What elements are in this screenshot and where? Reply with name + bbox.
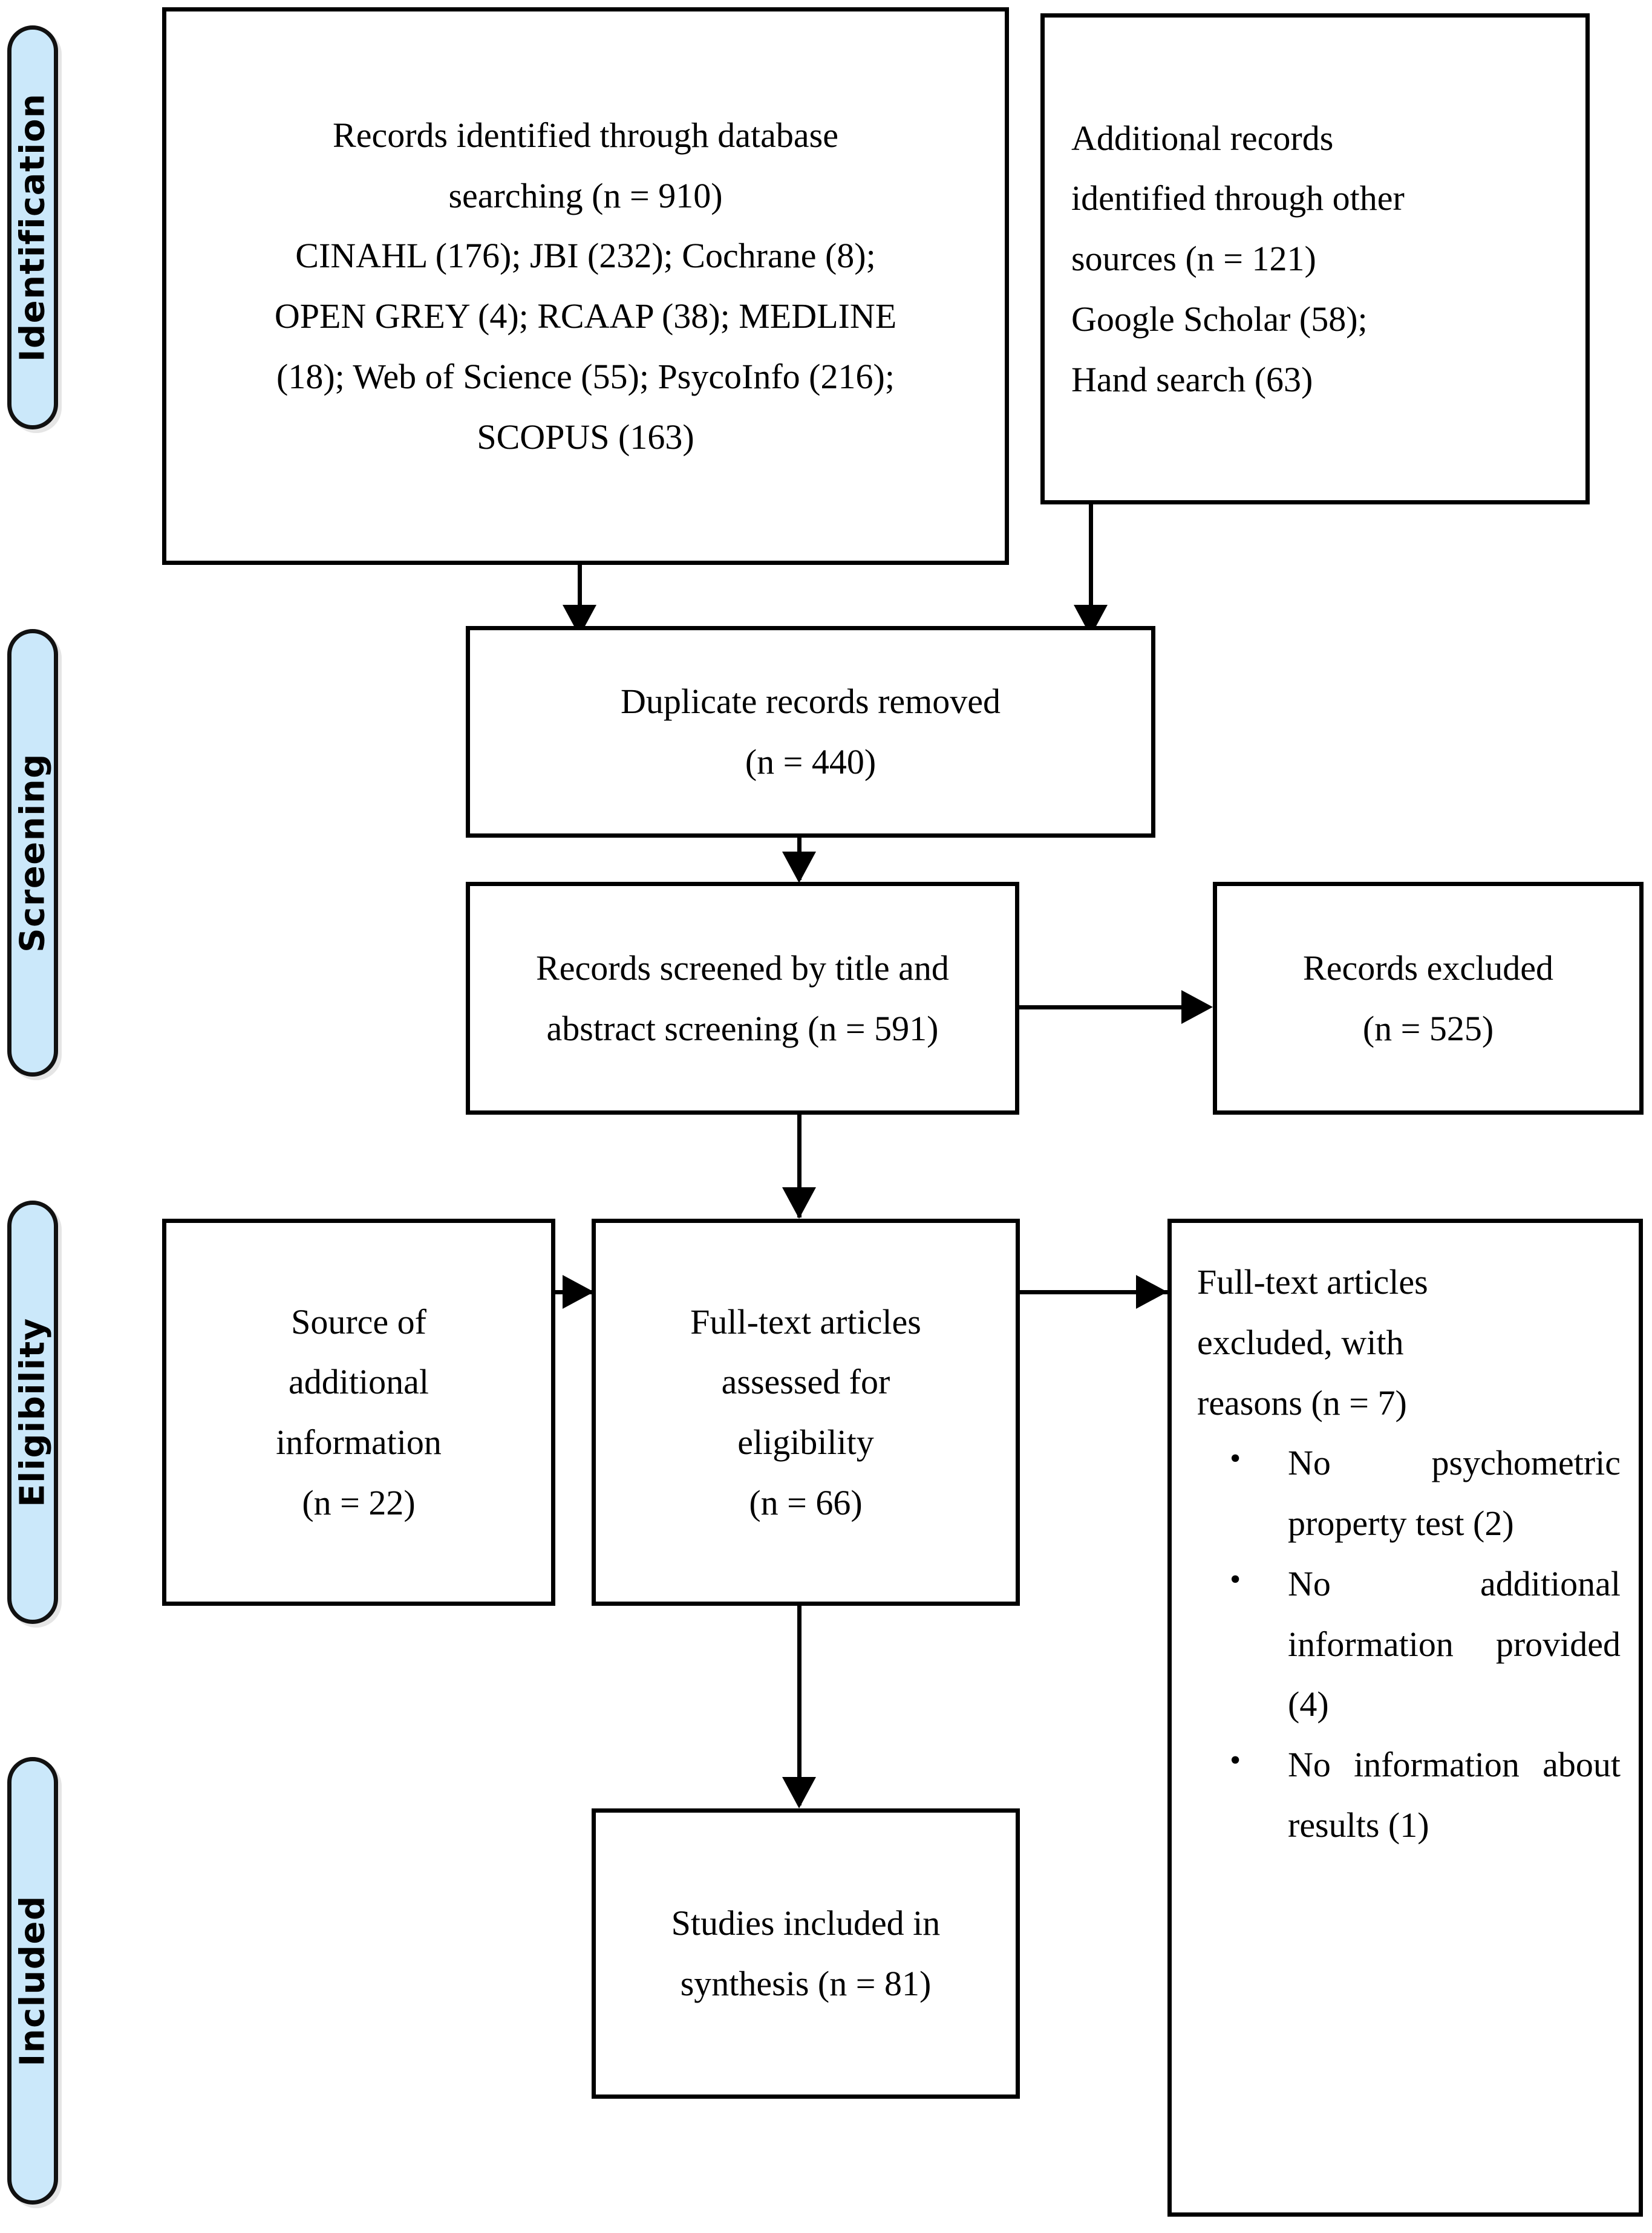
- box-fulltext-excluded: Full-text articles excluded, with reason…: [1167, 1219, 1643, 2217]
- fulltext-assessed-line-3: eligibility: [737, 1423, 874, 1462]
- other-sources-line-2: identified through other: [1071, 178, 1405, 218]
- fulltext-excluded-line-1: Full-text articles: [1197, 1262, 1428, 1302]
- connector-duplicates-to-screened-arrow: [782, 852, 816, 883]
- fulltext-excluded-reason-3: No information about results (1): [1230, 1733, 1621, 1856]
- fulltext-excluded-reason-1: No psychometric property test (2): [1230, 1432, 1621, 1554]
- records-excluded-line-1: Records excluded: [1303, 948, 1553, 988]
- source-additional-info-line-4: (n = 22): [302, 1482, 416, 1522]
- fulltext-excluded-line-2: excluded, with: [1197, 1322, 1404, 1362]
- connector-source-to-fulltext-arrow: [563, 1275, 594, 1309]
- connector-fulltext-to-excluded-line: [1020, 1290, 1171, 1294]
- records-screened-line-2: abstract screening (n = 591): [546, 1008, 939, 1048]
- connector-fulltext-to-excluded-arrow: [1136, 1275, 1167, 1309]
- records-excluded-line-2: (n = 525): [1362, 1008, 1494, 1048]
- box-other-sources: Additional records identified through ot…: [1040, 13, 1590, 504]
- connector-other-to-duplicates-line: [1089, 504, 1093, 618]
- source-additional-info-line-3: information: [276, 1423, 442, 1462]
- box-records-excluded: Records excluded (n = 525): [1213, 882, 1644, 1115]
- studies-included-line-1: Studies included in: [671, 1903, 941, 1943]
- database-search-line-6: SCOPUS (163): [477, 417, 694, 457]
- other-sources-line-3: sources (n = 121): [1071, 239, 1316, 279]
- fulltext-assessed-line-4: (n = 66): [749, 1482, 863, 1522]
- database-search-line-4: OPEN GREY (4); RCAAP (38); MEDLINE: [274, 296, 897, 336]
- box-database-search: Records identified through database sear…: [162, 7, 1009, 565]
- source-additional-info-line-1: Source of: [291, 1302, 426, 1341]
- box-source-additional-info: Source of additional information (n = 22…: [162, 1219, 555, 1606]
- connector-database-to-duplicates-line: [578, 565, 582, 618]
- phase-label-eligibility: Eligibility: [13, 1317, 53, 1507]
- fulltext-excluded-reason-2: No additional information provided (4): [1230, 1553, 1621, 1735]
- box-studies-included: Studies included in synthesis (n = 81): [592, 1808, 1020, 2099]
- connector-screened-to-fulltext-arrow: [782, 1187, 816, 1219]
- connector-fulltext-to-included-line: [797, 1606, 802, 1805]
- database-search-line-1: Records identified through database: [333, 115, 838, 155]
- fulltext-excluded-line-3: reasons (n = 7): [1197, 1383, 1407, 1423]
- other-sources-line-4: Google Scholar (58);: [1071, 299, 1368, 339]
- connector-screened-to-excluded-line: [1019, 1005, 1189, 1009]
- phase-pill-eligibility: Eligibility: [7, 1201, 58, 1624]
- box-duplicates-removed: Duplicate records removed (n = 440): [466, 626, 1155, 838]
- connector-screened-to-excluded-arrow: [1181, 990, 1213, 1024]
- other-sources-line-1: Additional records: [1071, 118, 1334, 158]
- connector-screened-to-fulltext-line: [797, 1115, 802, 1218]
- database-search-line-5: (18); Web of Science (55); PsycoInfo (21…: [276, 356, 895, 396]
- duplicates-removed-line-2: (n = 440): [745, 742, 877, 781]
- phase-label-identification: Identification: [13, 93, 53, 362]
- database-search-line-2: searching (n = 910): [448, 175, 723, 215]
- records-screened-line-1: Records screened by title and: [536, 948, 949, 988]
- studies-included-line-2: synthesis (n = 81): [680, 1964, 932, 2003]
- box-records-screened: Records screened by title and abstract s…: [466, 882, 1019, 1115]
- box-fulltext-assessed: Full-text articles assessed for eligibil…: [592, 1219, 1020, 1606]
- other-sources-line-5: Hand search (63): [1071, 359, 1313, 399]
- phase-label-included: Included: [13, 1895, 53, 2067]
- phase-pill-identification: Identification: [7, 25, 58, 429]
- fulltext-excluded-reason-list: No psychometric property test (2) No add…: [1172, 1432, 1639, 1856]
- phase-label-screening: Screening: [13, 753, 53, 953]
- phase-pill-included: Included: [7, 1757, 58, 2205]
- database-search-line-3: CINAHL (176); JBI (232); Cochrane (8);: [295, 236, 876, 276]
- connector-fulltext-to-included-arrow: [782, 1777, 816, 1808]
- phase-pill-screening: Screening: [7, 629, 58, 1077]
- source-additional-info-line-2: additional: [289, 1362, 429, 1402]
- fulltext-assessed-line-1: Full-text articles: [690, 1302, 921, 1341]
- fulltext-assessed-line-2: assessed for: [721, 1362, 890, 1402]
- duplicates-removed-line-1: Duplicate records removed: [620, 682, 1001, 722]
